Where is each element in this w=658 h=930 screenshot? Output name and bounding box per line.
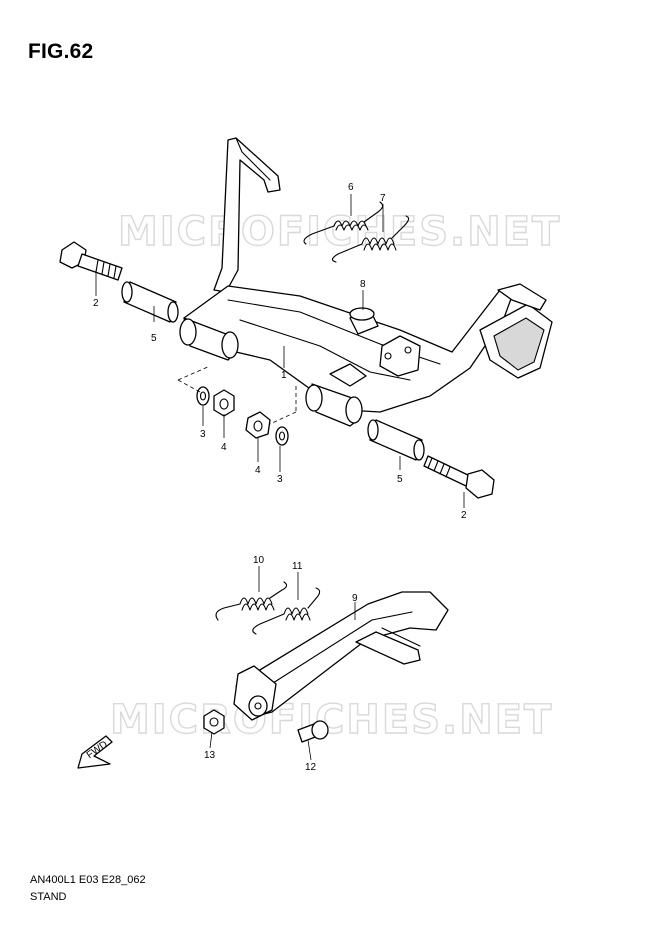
center-stand [179, 137, 553, 427]
bolt-right [423, 455, 495, 499]
collar-right [367, 419, 425, 461]
collar-left [121, 281, 179, 323]
callout-4-left: 4 [221, 442, 227, 453]
nut-left [213, 389, 235, 417]
spring-6 [303, 201, 384, 245]
washer-left [196, 386, 210, 406]
callout-6: 6 [348, 182, 354, 193]
spring-11 [252, 587, 321, 635]
callout-2-left: 2 [93, 298, 99, 309]
callout-2-right: 2 [461, 510, 467, 521]
diagram-name: STAND [30, 891, 67, 903]
callout-7: 7 [380, 193, 386, 204]
callout-8: 8 [360, 279, 366, 290]
callout-10: 10 [253, 555, 265, 566]
callout-12: 12 [305, 762, 317, 773]
stopper-8 [349, 307, 379, 335]
watermark-top: MICROFICHES.NET [118, 209, 561, 255]
callout-3-left: 3 [200, 429, 206, 440]
figure-title: FIG.62 [28, 40, 94, 63]
callout-13: 13 [204, 750, 216, 761]
bolt-left [59, 241, 123, 281]
bolt-12 [297, 720, 329, 743]
side-stand [233, 591, 449, 721]
fwd-arrow-icon: FWD [77, 735, 113, 769]
callout-5-left: 5 [151, 333, 157, 344]
callout-4-right: 4 [255, 465, 261, 476]
nut-13 [203, 709, 225, 735]
callout-9: 9 [352, 593, 358, 604]
diagram-code: AN400L1 E03 E28_062 [30, 874, 146, 886]
callout-11: 11 [292, 561, 303, 572]
washer-right [275, 426, 289, 446]
watermark-bottom: MICROFICHES.NET [110, 697, 553, 743]
nut-right [245, 411, 271, 439]
callout-3-right: 3 [277, 474, 283, 485]
callout-5-right: 5 [397, 474, 403, 485]
spring-10 [215, 581, 288, 621]
callout-1: 1 [281, 370, 287, 381]
spring-7 [331, 215, 410, 263]
